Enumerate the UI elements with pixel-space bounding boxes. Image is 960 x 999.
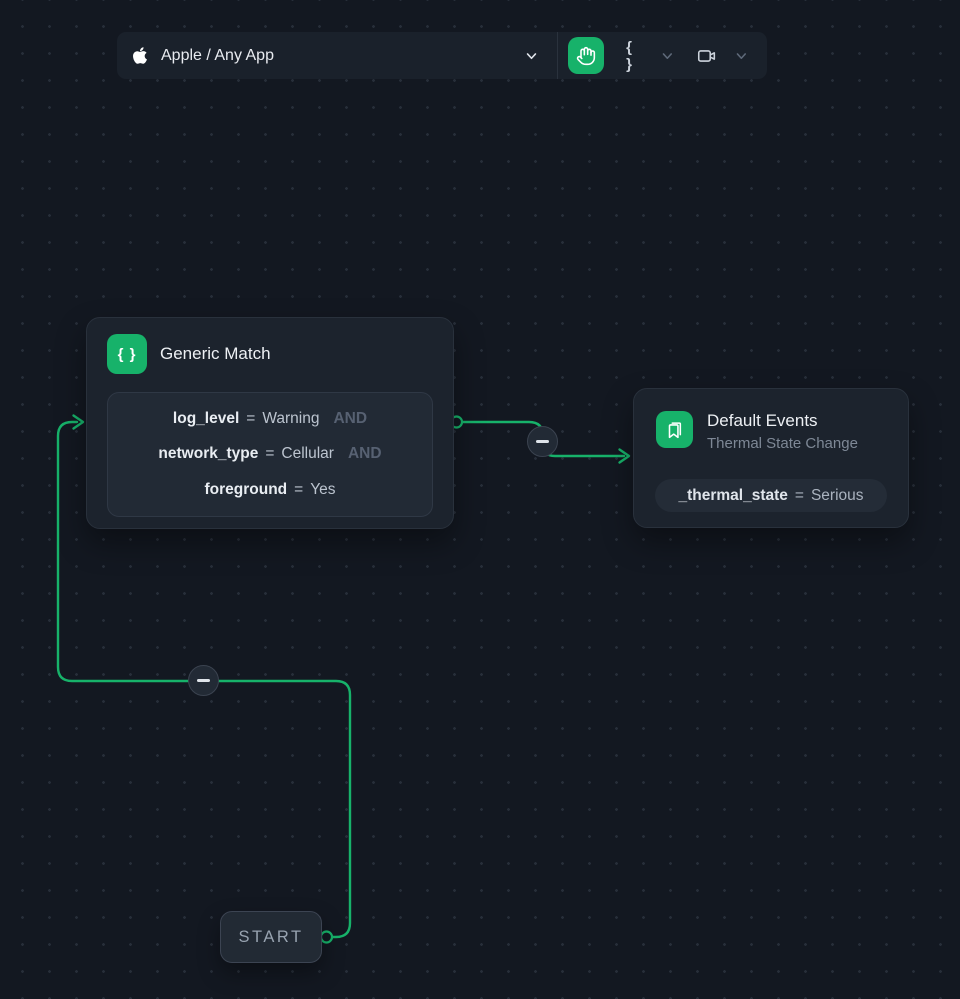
condition-operator: = bbox=[246, 409, 256, 427]
condition-field: log_level bbox=[172, 409, 240, 427]
condition-operator: = bbox=[294, 481, 304, 499]
node-start[interactable]: START bbox=[220, 911, 322, 963]
screen-record-button[interactable] bbox=[695, 45, 719, 67]
node-generic-match[interactable]: { } Generic Match log_level = Warning AN… bbox=[86, 317, 454, 529]
condition-field: network_type bbox=[158, 445, 259, 463]
minus-icon bbox=[536, 440, 549, 443]
toolbar-right-group: { } bbox=[558, 32, 767, 79]
node-default-events[interactable]: Default Events Thermal State Change _the… bbox=[633, 388, 909, 528]
condition-value: Cellular bbox=[281, 445, 334, 463]
hand-icon bbox=[576, 46, 596, 65]
apple-icon bbox=[132, 46, 148, 65]
condition-value: Serious bbox=[810, 486, 864, 504]
braces-mode-button[interactable]: { } bbox=[626, 38, 633, 73]
edge-arrowhead-into-generic bbox=[72, 414, 85, 430]
edge-collapse-button-upper[interactable] bbox=[527, 426, 558, 457]
condition-field: foreground bbox=[204, 481, 288, 499]
condition-row: foreground = Yes bbox=[114, 481, 426, 499]
bookmarks-icon bbox=[656, 411, 693, 448]
condition-operator: = bbox=[794, 486, 804, 504]
conditions-panel: log_level = Warning AND network_type = C… bbox=[107, 392, 433, 517]
app-selector-label: Apple / Any App bbox=[161, 46, 274, 64]
video-camera-icon bbox=[698, 49, 716, 62]
chevron-down-icon[interactable] bbox=[658, 46, 677, 65]
generic-match-header: { } Generic Match bbox=[87, 318, 453, 374]
start-label: START bbox=[238, 927, 304, 946]
default-events-titles: Default Events Thermal State Change bbox=[707, 411, 858, 452]
condition-row: log_level = Warning AND bbox=[114, 410, 426, 428]
condition-value: Warning bbox=[262, 409, 320, 427]
condition-operator: = bbox=[265, 445, 275, 463]
braces-icon: { } bbox=[107, 334, 147, 374]
minus-icon bbox=[197, 679, 210, 682]
node-subtitle: Thermal State Change bbox=[707, 435, 858, 452]
toolbar-divider bbox=[556, 32, 558, 79]
condition-conjunction: AND bbox=[347, 445, 382, 463]
pan-hand-button[interactable] bbox=[567, 37, 605, 74]
chevron-down-icon bbox=[526, 53, 536, 60]
condition-row: network_type = Cellular AND bbox=[114, 445, 426, 463]
thermal-state-pill: _thermal_state = Serious bbox=[655, 479, 887, 512]
condition-conjunction: AND bbox=[333, 409, 368, 427]
node-title: Default Events bbox=[707, 411, 818, 430]
chevron-down-icon[interactable] bbox=[732, 46, 751, 65]
app-selector-dropdown[interactable]: Apple / Any App bbox=[117, 32, 557, 79]
condition-field: _thermal_state bbox=[678, 486, 788, 504]
node-title: Generic Match bbox=[160, 344, 271, 363]
condition-value: Yes bbox=[310, 481, 336, 499]
edge-collapse-button-lower[interactable] bbox=[188, 665, 219, 696]
default-events-header: Default Events Thermal State Change bbox=[634, 389, 908, 452]
output-port-start[interactable] bbox=[319, 930, 334, 944]
top-toolbar: Apple / Any App { } bbox=[117, 32, 767, 79]
edge-arrowhead-into-default bbox=[618, 448, 631, 464]
